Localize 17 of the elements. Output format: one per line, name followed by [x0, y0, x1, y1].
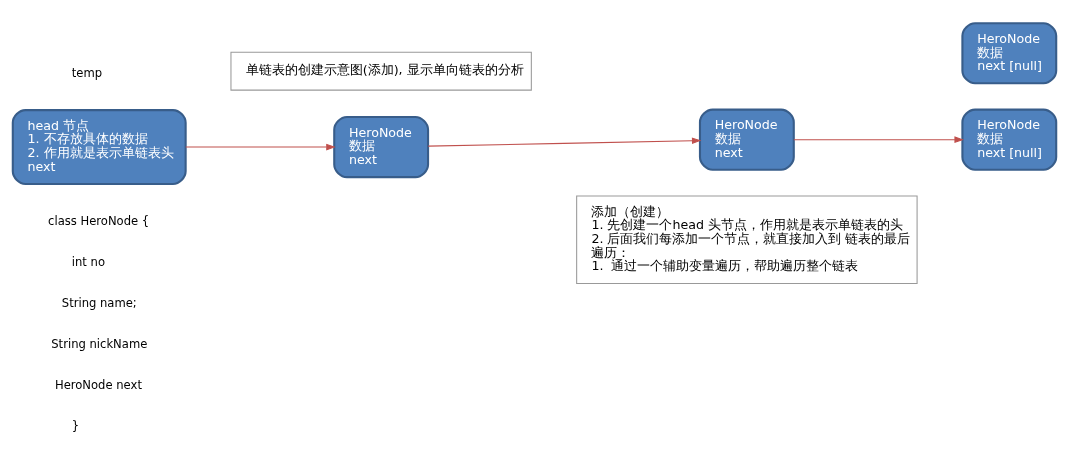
node-box: HeroNode 数据 next [333, 115, 430, 179]
label: int no [71, 254, 106, 269]
label: String nickName [51, 337, 148, 352]
label: HeroNode next [54, 378, 142, 393]
node-box: 添加（创建） 1. 先创建一个head 头节点，作用就是表示单链表的头 2. 后面我们每添加一个节点，就直接加入到 链表的最后 遍历： 1. 通过一个辅助变量遍历，帮助遍历整个链表 [576, 195, 918, 285]
node-box: 单链表的创建示意图(添加), 显示单向链表的分析 [230, 51, 532, 91]
arrow [185, 143, 336, 151]
arrow [427, 137, 702, 147]
node-box: HeroNode 数据 next [698, 108, 795, 171]
arrow [793, 136, 964, 143]
label: String name; [61, 296, 137, 311]
node-box: HeroNode 数据 next [null] [961, 108, 1058, 171]
node-box: HeroNode 数据 next [null] [961, 22, 1058, 85]
label: class HeroNode { [48, 213, 150, 228]
label: } [71, 419, 80, 434]
label: temp [71, 66, 103, 81]
node-box: head 节点 1. 不存放具体的数据 2. 作用就是表示单链表头 next [11, 109, 187, 185]
